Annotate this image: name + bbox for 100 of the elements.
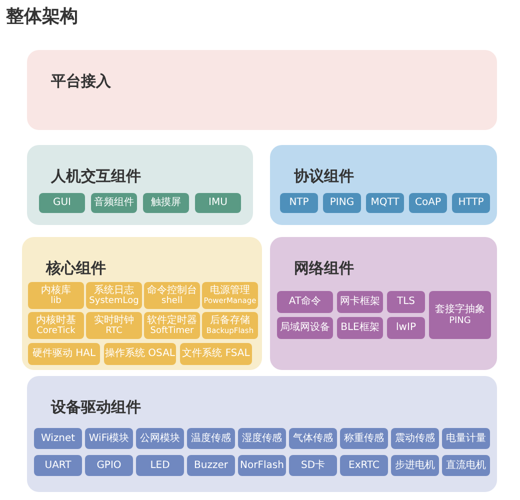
panel-title: 网络组件 bbox=[294, 259, 354, 278]
module-chip bbox=[180, 343, 252, 365]
module-label: NTP bbox=[289, 197, 309, 209]
module-label: HTTP bbox=[458, 197, 484, 209]
module-chip bbox=[277, 317, 333, 339]
module-chip bbox=[195, 193, 241, 213]
module-label: PING bbox=[449, 316, 471, 326]
panel-title: 人机交互组件 bbox=[51, 167, 141, 186]
module-label: IMU bbox=[208, 197, 228, 209]
module-chip bbox=[85, 428, 133, 449]
module-label: 网卡框架 bbox=[340, 296, 380, 308]
module-chip bbox=[143, 193, 189, 213]
module-chip bbox=[387, 291, 425, 313]
module-chip bbox=[452, 193, 490, 213]
module-label: BLE框架 bbox=[340, 322, 380, 334]
module-chip bbox=[340, 428, 388, 449]
module-chip bbox=[277, 291, 333, 313]
module-chip bbox=[409, 193, 447, 213]
module-label: shell bbox=[162, 296, 182, 306]
module-chip bbox=[238, 455, 286, 476]
module-label: WiFi模块 bbox=[88, 432, 130, 444]
module-label: 温度传感 bbox=[191, 432, 231, 444]
module-label: 系统日志 bbox=[94, 284, 134, 296]
module-chip bbox=[202, 282, 258, 309]
component-panel bbox=[27, 50, 497, 130]
module-label: 步进电机 bbox=[395, 460, 435, 472]
module-chip bbox=[280, 193, 318, 213]
module-chip bbox=[429, 291, 491, 339]
module-chip bbox=[187, 455, 235, 476]
module-chip bbox=[85, 455, 133, 476]
module-label: 文件系统 FSAL bbox=[182, 348, 250, 360]
module-chip bbox=[289, 455, 337, 476]
module-label: lwIP bbox=[396, 322, 416, 334]
panel-title: 核心组件 bbox=[46, 259, 106, 278]
module-label: RTC bbox=[106, 326, 122, 336]
module-label: 湿度传感 bbox=[242, 432, 282, 444]
module-chip bbox=[144, 312, 200, 339]
module-chip bbox=[144, 282, 200, 309]
module-label: SoftTimer bbox=[150, 326, 194, 336]
module-chip bbox=[86, 282, 142, 309]
module-label: 实时时钟 bbox=[94, 314, 134, 326]
module-chip bbox=[337, 291, 383, 313]
module-label: 公网模块 bbox=[140, 432, 180, 444]
module-chip bbox=[323, 193, 361, 213]
module-chip bbox=[187, 428, 235, 449]
module-chip bbox=[91, 193, 137, 213]
module-label: 电量计量 bbox=[446, 432, 486, 444]
module-chip bbox=[34, 455, 82, 476]
module-label: 套接字抽象 bbox=[435, 304, 485, 316]
module-chip bbox=[387, 317, 425, 339]
module-label: lib bbox=[50, 296, 62, 306]
module-label: SD卡 bbox=[300, 460, 326, 472]
module-label: 称重传感 bbox=[344, 432, 384, 444]
module-label: CoreTick bbox=[36, 326, 76, 336]
module-label: ExRTC bbox=[348, 460, 380, 472]
module-label: 震动传感 bbox=[395, 432, 435, 444]
module-chip bbox=[442, 428, 490, 449]
component-panel bbox=[27, 145, 253, 225]
module-label: 音频组件 bbox=[94, 197, 134, 209]
module-chip bbox=[86, 312, 142, 339]
module-label: UART bbox=[44, 460, 72, 472]
module-chip bbox=[337, 317, 383, 339]
module-label: 局域网设备 bbox=[280, 322, 330, 334]
module-label: NorFlash bbox=[240, 460, 284, 472]
component-panel bbox=[270, 237, 497, 370]
module-label: 气体传感 bbox=[293, 432, 333, 444]
module-label: 电源管理 bbox=[210, 285, 250, 297]
module-label: AT命令 bbox=[288, 296, 322, 308]
module-label: SystemLog bbox=[89, 296, 139, 306]
panel-title: 平台接入 bbox=[51, 72, 111, 91]
module-label: GUI bbox=[52, 197, 72, 209]
module-chip bbox=[202, 312, 258, 339]
component-panel bbox=[22, 237, 262, 370]
module-chip bbox=[28, 312, 84, 339]
module-chip bbox=[391, 455, 439, 476]
module-label: 内核库 bbox=[41, 284, 71, 296]
panel-title: 协议组件 bbox=[294, 167, 354, 186]
module-label: 命令控制台 bbox=[147, 284, 197, 296]
module-chip bbox=[340, 455, 388, 476]
module-label: LED bbox=[150, 460, 170, 472]
module-chip bbox=[136, 428, 184, 449]
component-panel bbox=[27, 376, 497, 492]
module-label: 内核时基 bbox=[36, 314, 76, 326]
module-label: 后备存储 bbox=[210, 315, 250, 327]
diagram-title: 整体架构 bbox=[6, 5, 78, 28]
module-label: GPIO bbox=[96, 460, 122, 472]
module-label: TLS bbox=[396, 296, 416, 308]
module-label: 直流电机 bbox=[446, 460, 486, 472]
module-chip bbox=[104, 343, 176, 365]
module-chip bbox=[238, 428, 286, 449]
module-label: Buzzer bbox=[194, 460, 228, 472]
module-chip bbox=[28, 282, 84, 309]
module-label: MQTT bbox=[370, 197, 400, 209]
module-chip bbox=[442, 455, 490, 476]
module-label: PING bbox=[330, 197, 354, 209]
module-label: CoAP bbox=[415, 197, 441, 209]
module-chip bbox=[34, 428, 82, 449]
module-label: 软件定时器 bbox=[147, 314, 197, 326]
module-chip bbox=[28, 343, 100, 365]
module-chip bbox=[366, 193, 404, 213]
